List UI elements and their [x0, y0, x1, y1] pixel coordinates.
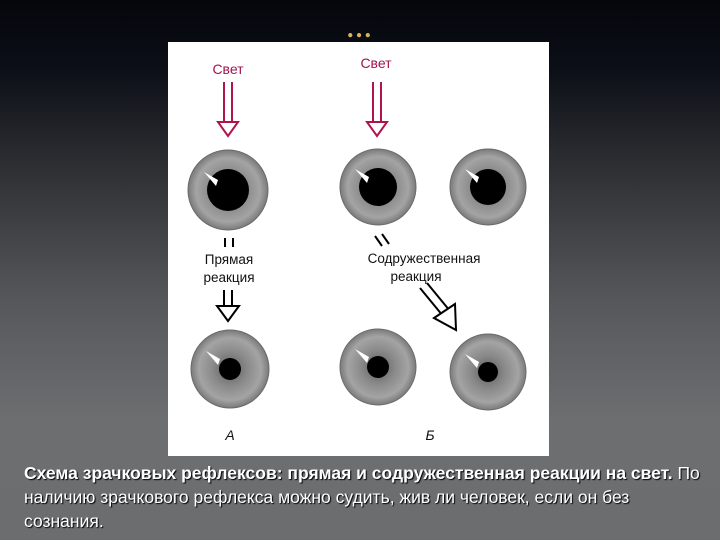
- pupil-reflex-diagram: Свет Свет: [168, 42, 549, 456]
- slide-title: …: [0, 14, 720, 44]
- consensual-reaction-label-2: реакция: [390, 269, 441, 284]
- panel-b-label: Б: [425, 427, 434, 443]
- diagram-canvas: Свет Свет: [168, 42, 549, 456]
- light-label-a: Свет: [212, 61, 244, 77]
- eye-b2-bottom-icon: [450, 334, 526, 410]
- direct-reaction-label-2: реакция: [203, 270, 254, 285]
- panel-a-label: А: [224, 427, 234, 443]
- direct-reaction-label-1: Прямая: [205, 252, 253, 267]
- light-arrow-b: [367, 82, 387, 136]
- consensual-reaction-label-1: Содружественная: [368, 251, 481, 266]
- eye-b1-bottom-icon: [340, 329, 416, 405]
- caption-bold: Схема зрачковых рефлексов: прямая и содр…: [24, 463, 673, 483]
- eye-b1-top-icon: [340, 149, 416, 225]
- eye-a-bottom-icon: [191, 330, 269, 408]
- consensual-reaction-arrow: [420, 283, 456, 330]
- direct-reaction-marks: [225, 238, 233, 247]
- slide-caption: Схема зрачковых рефлексов: прямая и содр…: [24, 461, 700, 533]
- consensual-reaction-marks: [375, 234, 389, 246]
- eye-b2-top-icon: [450, 149, 526, 225]
- light-arrow-a: [218, 82, 238, 136]
- direct-reaction-arrow: [217, 290, 239, 321]
- eye-a-top-icon: [188, 150, 268, 230]
- light-label-b: Свет: [360, 55, 392, 71]
